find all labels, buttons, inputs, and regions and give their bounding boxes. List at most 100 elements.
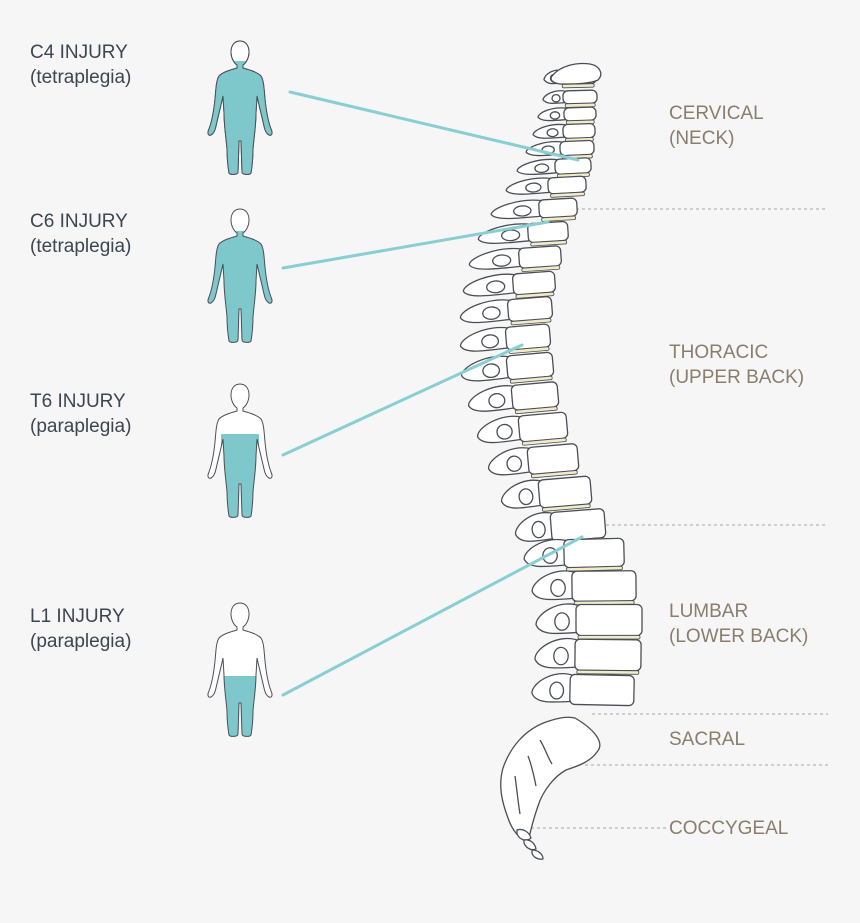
intervertebral-disc — [550, 191, 585, 198]
region-subname: (NECK) — [669, 128, 735, 149]
c6-leader-line — [281, 220, 550, 270]
vertebral-body — [569, 673, 635, 707]
facet — [549, 111, 561, 120]
vertebral-body — [562, 122, 596, 140]
facet — [486, 280, 506, 294]
vertebra — [459, 323, 552, 354]
figure-t6 — [207, 383, 273, 518]
region-name: COCCYGEAL — [669, 818, 789, 839]
vertebra — [534, 638, 642, 675]
vertebral-body — [547, 175, 587, 195]
facet — [525, 182, 542, 193]
intervertebral-disc — [509, 375, 553, 384]
facet — [553, 646, 569, 666]
vertebra — [477, 220, 569, 247]
figure-l1 — [207, 602, 273, 737]
coccyx-segment — [523, 839, 537, 851]
facet — [481, 334, 500, 349]
region-name: SACRAL — [669, 729, 746, 750]
vertebral-body — [549, 508, 607, 542]
coccyx-segment — [516, 828, 532, 841]
atlas-vertebra — [550, 62, 602, 85]
region-name: THORACIC — [669, 342, 769, 363]
injury-type: (tetraplegia) — [30, 67, 132, 88]
vertebra — [490, 197, 578, 222]
vertebra — [531, 673, 635, 707]
intervertebral-disc — [514, 406, 558, 415]
sacral-ridge — [514, 739, 553, 815]
vertebral-body — [571, 570, 637, 602]
facet — [554, 612, 570, 631]
facet — [549, 681, 565, 700]
injury-title: C4 INJURY — [30, 42, 128, 63]
vertebral-body — [537, 475, 593, 509]
facet — [496, 423, 513, 440]
vertebra — [523, 537, 625, 572]
intervertebral-disc — [510, 318, 552, 326]
facet — [492, 254, 512, 267]
region-label-cervical: CERVICAL (NECK) — [669, 101, 764, 151]
l1-leader-line — [281, 535, 584, 697]
injury-title: C6 INJURY — [30, 211, 128, 232]
facet — [500, 229, 521, 242]
vertebra — [535, 603, 643, 640]
region-label-lumbar: LUMBAR (LOWER BACK) — [669, 599, 808, 649]
intervertebral-disc — [521, 437, 567, 446]
vertebral-body — [518, 245, 562, 269]
region-subname: (UPPER BACK) — [669, 367, 805, 388]
facet — [482, 363, 501, 379]
injury-type: (paraplegia) — [30, 631, 132, 652]
vertebra — [468, 245, 562, 273]
facet — [488, 393, 506, 409]
coccyx-segment — [531, 849, 544, 860]
injury-label-c4: C4 INJURY (tetraplegia) — [30, 40, 131, 90]
vertebra — [516, 157, 592, 179]
vertebra — [467, 381, 560, 415]
injury-title: T6 INJURY — [30, 391, 126, 412]
vertebra — [459, 296, 554, 326]
facet — [518, 488, 534, 506]
vertebral-body — [506, 296, 554, 322]
facet — [546, 128, 559, 138]
facet — [534, 163, 550, 174]
vertebral-body — [562, 89, 598, 105]
vertebral-body — [574, 638, 642, 672]
vertebral-body — [510, 381, 560, 411]
intervertebral-disc — [541, 215, 577, 222]
facet — [482, 306, 501, 320]
vertebral-body — [511, 270, 557, 296]
vertebral-body — [563, 106, 597, 122]
vertebra — [537, 106, 597, 125]
vertebra — [462, 270, 557, 299]
injury-title: L1 INJURY — [30, 606, 125, 627]
facet — [551, 93, 561, 103]
intervertebral-disc — [577, 635, 641, 640]
facet — [550, 578, 566, 598]
injury-label-c6: C6 INJURY (tetraplegia) — [30, 209, 131, 259]
intervertebral-disc — [576, 669, 640, 675]
region-label-coccygeal: COCCYGEAL — [669, 816, 788, 841]
injury-type: (paraplegia) — [30, 416, 132, 437]
vertebra — [531, 570, 637, 606]
vertebral-body — [526, 443, 580, 475]
vertebral-body — [505, 351, 555, 381]
vertebral-body — [538, 197, 578, 219]
vertebra — [542, 89, 598, 108]
region-subname: (LOWER BACK) — [669, 626, 809, 647]
region-name: LUMBAR — [669, 601, 749, 622]
injury-type: (tetraplegia) — [30, 236, 132, 257]
injury-label-l1: L1 INJURY (paraplegia) — [30, 604, 131, 654]
c4-leader-line — [288, 90, 580, 162]
vertebra — [487, 443, 580, 479]
intervertebral-disc — [530, 470, 578, 479]
region-label-sacral: SACRAL — [669, 727, 745, 752]
vertebra — [476, 411, 569, 446]
vertebral-body — [575, 603, 643, 637]
figure-c4 — [207, 40, 273, 175]
vertebra — [505, 175, 587, 198]
facet — [506, 455, 523, 472]
vertebra — [500, 475, 593, 512]
vertebral-body — [504, 323, 552, 351]
vertebra — [460, 351, 555, 384]
